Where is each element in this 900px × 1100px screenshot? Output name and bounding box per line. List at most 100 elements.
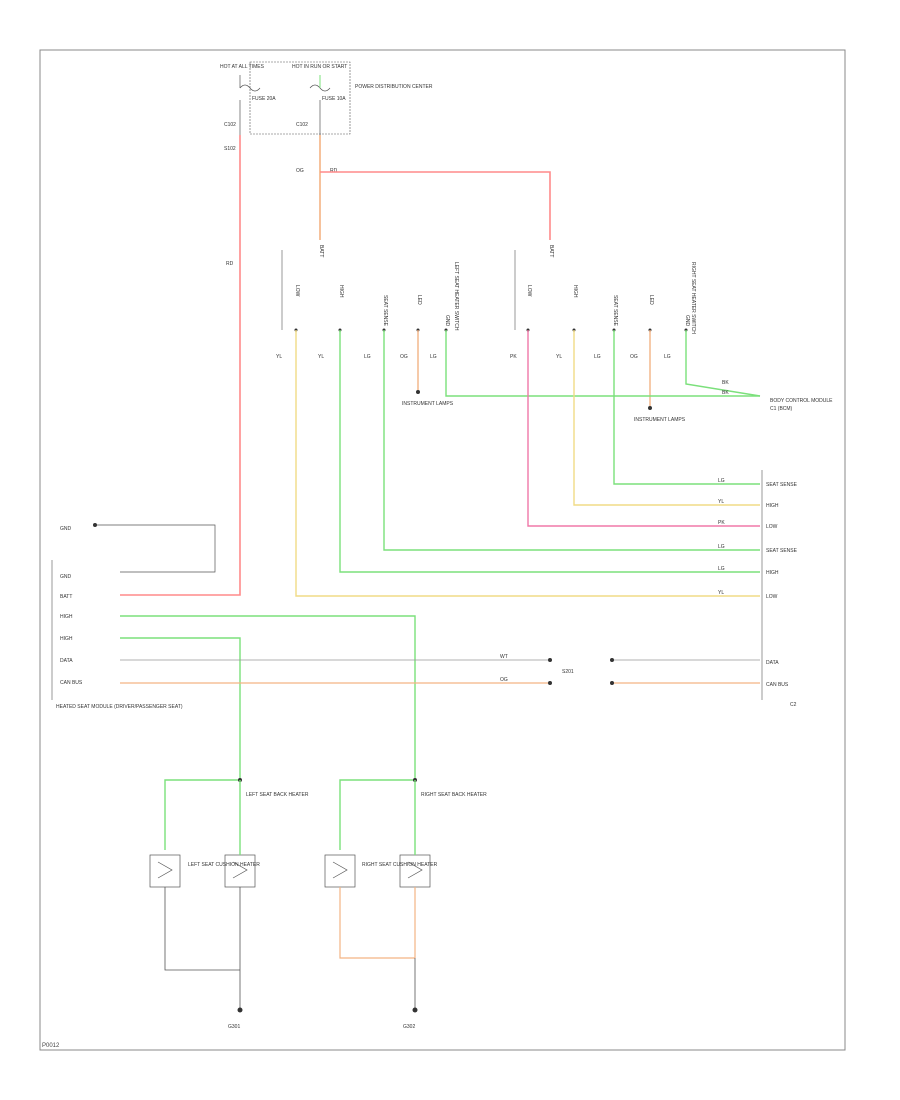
wl-gnd-a: BK [722,380,729,386]
fuse-a-label: FUSE 20A [252,96,276,102]
right-sw-sense: SEAT SENSE [612,295,618,327]
rc-3: LOW [766,524,778,530]
conn-bcm-label: C1 (BCM) [770,406,793,412]
wl-3: LG [364,354,371,360]
ml-3: HIGH [60,614,73,620]
wl-4: OG [400,354,408,360]
right-sw-hi: HIGH [572,285,578,298]
right-sw-lo: LOW [526,285,532,297]
left-back-heater-symbol [157,861,173,879]
ml-2: BATT [60,594,72,600]
wl-9: OG [630,354,638,360]
module-ground-dot [93,523,97,527]
right-sw-led: LED [648,295,654,305]
wl-data: WT [500,654,508,660]
fuse-a-symbol [239,84,261,92]
conn-mod-label: C2 [790,702,797,708]
left-sw-hi: HIGH [338,285,344,298]
rc-1: SEAT SENSE [766,482,798,488]
hl-1: LG [718,478,725,484]
right-cushion-heater-symbol [407,861,423,879]
wire-left-return [164,887,240,971]
lamp-ref-right [648,406,652,410]
wire-red-main [120,135,241,596]
rc-2: HIGH [766,503,779,509]
left-cushion-heater-label: LEFT SEAT CUSHION HEATER [188,862,260,868]
wire-right-return [339,887,415,959]
wire-right-hi [573,330,760,506]
heated-seat-module-label: HEATED SEAT MODULE (DRIVER/PASSENGER SEA… [56,704,183,710]
wire-right-sense [613,330,760,485]
conn-label-fa: C102 [224,122,236,128]
left-sw-gnd: GND [444,315,450,327]
left-sw-led: LED [416,295,422,305]
wire-module-left-heater [120,637,241,780]
wl-10: LG [664,354,671,360]
wl-2: YL [318,354,324,360]
can-conn-b [610,681,614,685]
hl-4: LG [718,544,725,550]
wire-module-right-heater [120,615,416,780]
footer-code: P0012 [42,1043,60,1049]
data-conn-b [610,658,614,662]
wire-label-rd-top: RD [330,168,338,174]
ml-1: GND [60,574,72,580]
hl-2: YL [718,499,724,505]
module-ground-loop [95,524,216,573]
splice-label: S102 [224,146,236,152]
left-back-heater-label: LEFT SEAT BACK HEATER [246,792,309,798]
wire-red-branch [320,171,551,240]
wire-left-lo [295,330,760,597]
splice-can-label: S201 [562,669,574,675]
wl-7: YL [556,354,562,360]
right-seat-switch-label: RIGHT SEAT HEATER SWITCH [690,262,696,334]
power-distribution-box [249,61,351,135]
right-sw-batt: BATT [548,245,554,257]
right-sw-gnd: GND [684,315,690,327]
ml-4: HIGH [60,636,73,642]
hot-run-start-label: HOT IN RUN OR START [292,64,347,70]
wire-right-back-heater [339,779,415,850]
right-cushion-heater-element [399,854,431,888]
wire-left-sense [383,330,760,551]
instrument-lamps-left: INSTRUMENT LAMPS [402,401,454,407]
wl-5: LG [430,354,437,360]
wire-label-rd-main: RD [226,261,234,267]
diagram-frame [39,49,846,1051]
fuse-b-label: FUSE 10A [322,96,346,102]
ground-left-label: G301 [228,1024,240,1030]
hot-all-times-label: HOT AT ALL TIMES [220,64,265,70]
wire-left-back-heater [164,779,240,850]
hl-5: LG [718,566,725,572]
rc-6: LOW [766,594,778,600]
wire-right-gnd [685,330,761,397]
rc-5: HIGH [766,570,779,576]
ml-6: CAN BUS [60,680,83,686]
right-back-heater-symbol [332,861,348,879]
lamp-ref-left [416,390,420,394]
wl-1: YL [276,354,282,360]
conn-label-fb: C102 [296,122,308,128]
rc-8: CAN BUS [766,682,789,688]
body-control-label: BODY CONTROL MODULE [770,398,833,404]
wl-gnd-b: BK [722,390,729,396]
wl-8: LG [594,354,601,360]
ground-left-icon [237,1007,243,1013]
left-cushion-heater-element [224,854,256,888]
wire-left-gnd [445,330,760,397]
left-sw-batt: BATT [318,245,324,257]
left-sw-sense: SEAT SENSE [382,295,388,327]
hl-3: PK [718,520,725,526]
left-back-heater-element [149,854,181,888]
ground-right-icon [412,1007,418,1013]
wl-6: PK [510,354,517,360]
can-conn-a [548,681,552,685]
right-cushion-heater-label: RIGHT SEAT CUSHION HEATER [362,862,438,868]
ground-right-label: G302 [403,1024,415,1030]
wire-right-lo [527,330,760,527]
rc-4: SEAT SENSE [766,548,798,554]
instrument-lamps-right: INSTRUMENT LAMPS [634,417,686,423]
hl-6: YL [718,590,724,596]
